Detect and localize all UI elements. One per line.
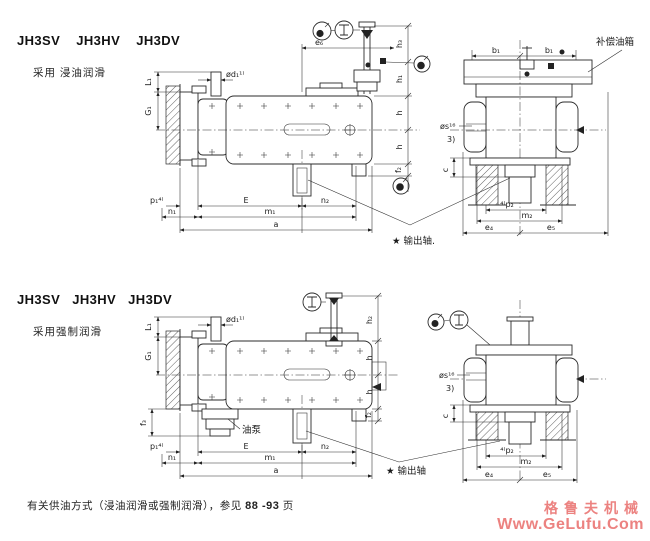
dim-label-d1: ød₁¹⁾ [226,315,244,324]
output-shaft-end [508,421,532,445]
watermark-line2: Www.GeLufu.Com [497,516,644,534]
dim-label-d1: ød₁¹⁾ [226,70,244,79]
dim-label-G1: G₁ [144,106,153,115]
vertical-input-shaft [510,320,530,346]
dim-label-h2: h₂ [365,316,374,324]
dim-label-e6: e₆ [315,38,323,47]
section-subtitle-top: 采用 浸油润滑 [33,67,106,79]
footer-note-prefix: 有关供油方式（浸油润滑或强制润滑），参见 [27,500,246,512]
tank-label: 补偿油箱 [596,36,634,48]
dim-label-f2: f₂ [364,412,373,418]
dim-label-e5: e₅ [543,470,551,479]
footer-note-pages: 88 -93 [245,500,280,512]
bottom-side-view [156,292,400,457]
footer-note: 有关供油方式（浸油润滑或强制润滑），参见 88 -93 页 [27,498,294,513]
dim-label-m2: m₂ [521,457,532,466]
oil-level-icon [312,21,332,41]
watermark: 格鲁夫机械 Www.GeLufu.Com [497,500,644,534]
dim-label-E: E [243,442,248,451]
wall-hatch [165,330,181,410]
footnote-3: 3) [447,135,455,144]
dim-label-e4: e₄ [485,223,493,232]
input-shaft [210,71,222,97]
dim-label-c: c [441,414,450,418]
dim-label-n2: n₂ [321,442,329,451]
dim-label-h3: h₃ [395,40,404,48]
breather-icon [449,310,469,330]
dim-label-f2: f₂ [394,167,403,173]
dim-label-b1-right: b₁ [545,46,553,55]
dim-label-a: a [274,220,279,229]
drain-plug-icon [392,177,410,195]
dim-label-e5: e₅ [547,223,555,232]
top-side-dimensions: L₁ G₁ ød₁¹⁾ e₆ h₃ h₁ h h f₂ [144,22,412,233]
dim-label-b1-left: b₁ [492,46,500,55]
breather-icon [302,292,322,312]
output-shaft [292,408,312,444]
dim-label-p2: ⁴⁾p₂ [500,446,513,455]
oil-pump-callout: 油泵 [227,418,262,436]
dim-label-L1: L₁ [144,323,153,331]
oil-pump-body [201,408,239,420]
top-end-view: b₁ b₁ øs¹⁶ [440,40,623,237]
output-shaft-end [508,176,532,204]
dim-label-os: øs¹⁶ [440,122,455,131]
output-shaft-note-text: ★ 输出轴 [386,465,426,477]
bottom-side-dimensions: L₁ G₁ ød₁¹⁾ f₃ h₂ h h f₂ [139,292,382,479]
dim-label-G1: G₁ [144,351,153,360]
dim-label-c: c [441,168,450,172]
dim-label-p1: p₁⁴⁾ [150,196,163,205]
dim-label-n2: n₂ [321,196,329,205]
watermark-line1: 格鲁夫机械 [544,500,644,516]
dim-label-p2: ⁴⁾p₂ [500,200,513,209]
output-shaft-note-bottom: ★ 输出轴 [305,430,501,477]
dim-label-a: a [274,466,279,475]
oil-gauge-icon [413,55,431,73]
breather-icon [334,20,354,40]
dim-label-f3: f₃ [139,420,148,426]
top-side-view [156,21,420,212]
dim-label-m1: m₁ [265,453,276,462]
dim-label-n1: n₁ [168,207,176,216]
dim-label-h-upper: h [395,110,404,115]
dim-label-p1: p₁⁴⁾ [150,442,163,451]
dim-label-h1: h₁ [395,75,404,83]
input-shaft [210,316,222,342]
dim-label-h-lower: h [365,389,374,394]
oil-level-icon [427,313,445,331]
footer-note-suffix: 页 [279,500,294,512]
output-shaft-note-text: ★ 输出轴. [392,235,435,247]
dim-label-os: øs¹⁶ [439,371,454,380]
dim-label-h-lower: h [395,144,404,149]
section-subtitle-bottom: 采用强制润滑 [33,326,102,338]
section-title-top: JH3SV JH3HV JH3DV [17,33,181,48]
dim-label-E: E [243,196,248,205]
dim-label-m1: m₁ [265,207,276,216]
output-shaft [292,163,312,197]
dim-label-m2: m₂ [522,211,533,220]
wall-hatch [165,85,181,165]
bottom-end-view: øs¹⁶ 3) c ⁴⁾p₂ m₂ e₄ e₅ [439,300,606,484]
oil-pump-label: 油泵 [242,424,262,436]
dim-label-e4: e₄ [485,470,493,479]
footnote-3: 3) [446,384,454,393]
section-title-bottom: JH3SV JH3HV JH3DV [17,292,173,307]
dim-label-h-upper: h [365,355,374,360]
dim-label-L1: L₁ [144,78,153,86]
dim-label-n1: n₁ [168,453,176,462]
output-shaft-note-top: ★ 输出轴. [307,177,511,247]
